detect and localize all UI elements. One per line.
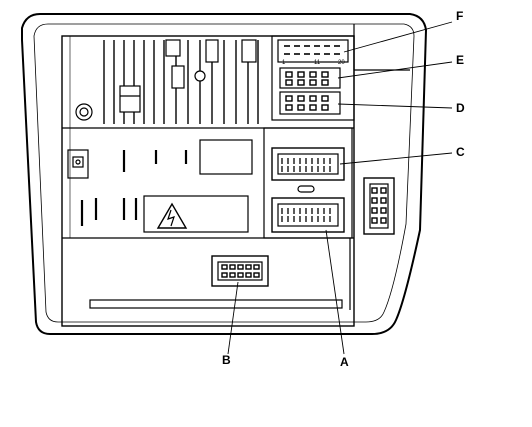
pin-label-f-1: 1 — [282, 60, 286, 66]
callout-label-f: F — [456, 9, 464, 23]
connector-d — [279, 91, 341, 115]
leader-lines — [227, 21, 453, 355]
housing-inner-outline — [33, 23, 415, 323]
connector-a — [271, 197, 345, 233]
connector-block-ca — [263, 127, 353, 239]
chassis-frame — [61, 35, 355, 327]
connector-f — [277, 39, 349, 63]
warning-label-panel — [143, 195, 249, 233]
pin-label-f-11: 11 — [314, 60, 321, 66]
high-voltage-icon — [156, 202, 188, 229]
pin-label-f-20: 20 — [338, 60, 345, 66]
vent-slots — [80, 150, 188, 226]
connector-block-def — [271, 35, 355, 121]
housing-outline — [21, 13, 428, 335]
small-switch — [67, 149, 89, 179]
callout-label-c: C — [456, 145, 465, 159]
callout-label-a: A — [340, 355, 349, 369]
callout-label-e: E — [456, 53, 465, 67]
bracket — [119, 85, 141, 113]
side-connector — [363, 177, 395, 235]
mounting-screw — [75, 103, 93, 121]
connector-b — [211, 255, 269, 287]
callout-label-b: B — [222, 353, 231, 367]
bottom-slot — [89, 299, 343, 309]
callout-label-d: D — [456, 101, 465, 115]
connector-c — [271, 147, 345, 181]
